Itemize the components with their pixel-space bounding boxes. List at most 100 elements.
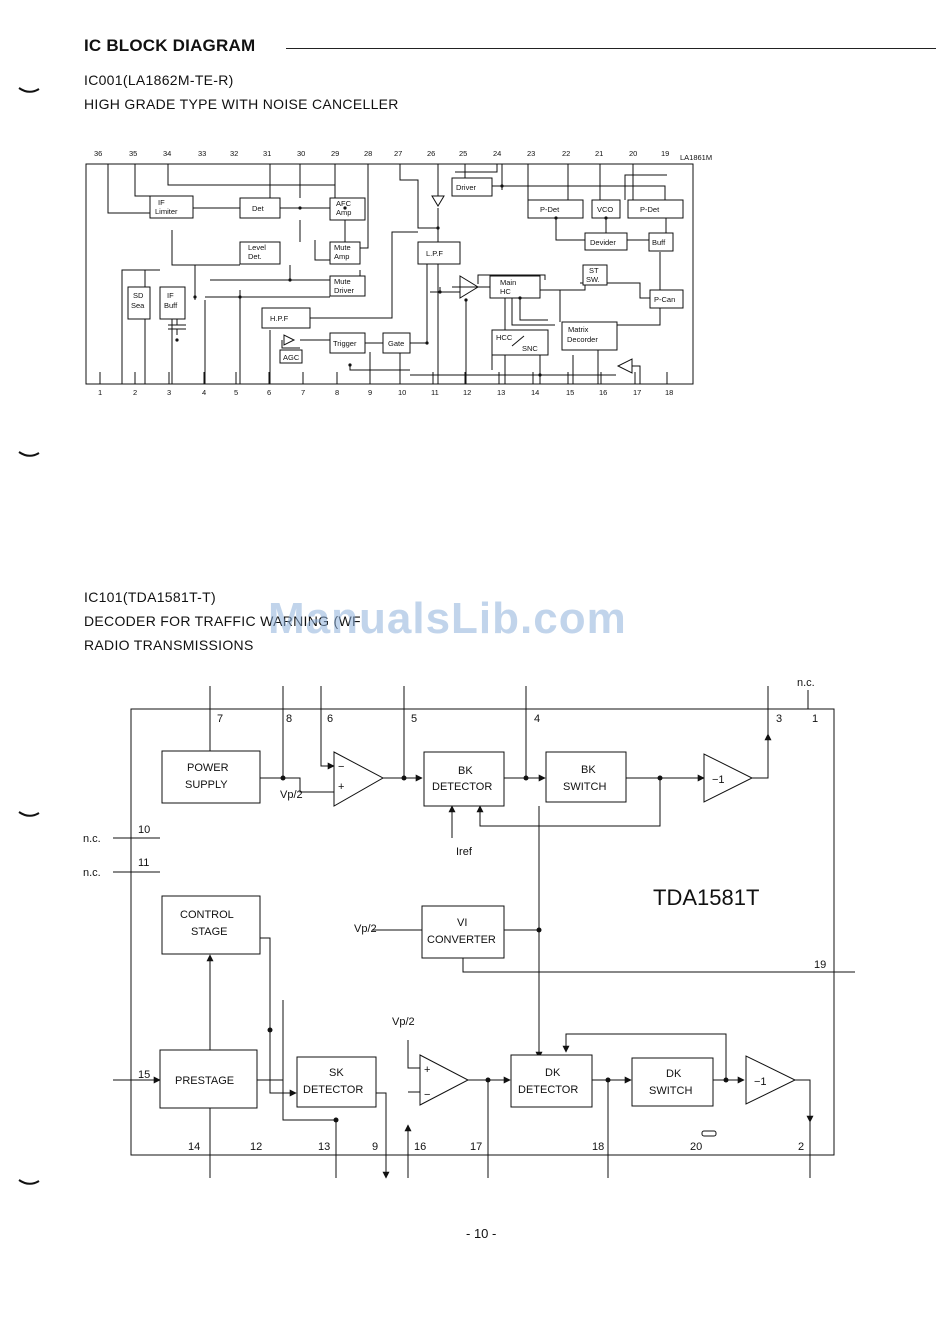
p-can-block: P-Can: [649, 289, 684, 309]
svg-text:L.P.F: L.P.F: [426, 249, 443, 258]
ic101-package-outline: [130, 708, 835, 1156]
ic001-package-outline: [85, 163, 694, 385]
svg-text:IF: IF: [158, 198, 165, 207]
inverter-top-symbol: [703, 753, 754, 803]
ic001-top-pin-label: 20: [629, 149, 637, 158]
ic001-top-pin-label: 30: [297, 149, 305, 158]
svg-text:−: −: [338, 761, 344, 773]
svg-text:AGC: AGC: [283, 353, 300, 362]
ic001-bottom-pin-label: 15: [566, 388, 574, 397]
trigger-block: Trigger: [329, 332, 366, 354]
agc-amp-triangle-symbol: [283, 334, 296, 346]
ic101-labels: TDA1581T Vp/2 Vp/2 Vp/2 Iref n.c. n.c. n…: [83, 677, 826, 1153]
svg-text:DETECTOR: DETECTOR: [303, 1084, 363, 1096]
svg-text:DETECTOR: DETECTOR: [518, 1084, 578, 1096]
ic001-top-pin-label: 22: [562, 149, 570, 158]
ic001-top-pin-label: 31: [263, 149, 271, 158]
ic001-bottom-pin-label: 12: [463, 388, 471, 397]
ic101-amplifiers: −+ +− −1 −1: [333, 751, 797, 1106]
svg-text:SNC: SNC: [522, 344, 538, 353]
svg-text:VCO: VCO: [597, 205, 613, 214]
ic101-description-line2: RADIO TRANSMISSIONS: [84, 637, 254, 653]
lpf-block: L.P.F: [417, 241, 461, 265]
ic001-bottom-pin-label: 2: [133, 388, 137, 397]
ic001-top-pin-label: 29: [331, 149, 339, 158]
gate-block: Gate: [382, 332, 411, 354]
svg-text:HC: HC: [500, 287, 511, 296]
svg-text:BK: BK: [458, 765, 473, 777]
ic001-bottom-pin-label: 8: [335, 388, 339, 397]
svg-text:5: 5: [411, 713, 417, 725]
svg-text:16: 16: [414, 1141, 426, 1153]
comparator-bottom-symbol: [419, 1054, 470, 1106]
ic001-bottom-pin-label: 11: [431, 388, 439, 397]
capacitor-symbol: [168, 324, 186, 335]
svg-text:Iref: Iref: [456, 846, 473, 858]
svg-text:2: 2: [798, 1141, 804, 1153]
svg-text:P-Det: P-Det: [640, 205, 660, 214]
svg-text:n.c.: n.c.: [797, 677, 815, 689]
svg-text:Buff: Buff: [164, 301, 178, 310]
svg-text:Trigger: Trigger: [333, 339, 357, 348]
devider-block: Devider: [584, 232, 628, 251]
ic101-chip-label: TDA1581T: [653, 885, 759, 910]
page-number: - 10 -: [466, 1226, 497, 1241]
svg-text:P-Det: P-Det: [540, 205, 560, 214]
ic001-bottom-pin-label: 4: [202, 388, 206, 397]
ic001-wiring: [107, 164, 667, 384]
ic101-junction-dots: [267, 775, 729, 1123]
svg-text:Driver: Driver: [456, 183, 477, 192]
svg-text:H.P.F: H.P.F: [270, 314, 289, 323]
svg-text:15: 15: [138, 1069, 150, 1081]
comparator-top-symbol: [333, 751, 385, 807]
ic001-top-pin-label: 35: [129, 149, 137, 158]
svg-text:HCC: HCC: [496, 333, 513, 342]
svg-text:n.c.: n.c.: [83, 833, 101, 845]
svg-text:SUPPLY: SUPPLY: [185, 779, 228, 791]
ic001-junction-dots: [175, 184, 608, 377]
ic001-bottom-pin-label: 9: [368, 388, 372, 397]
ic001-top-pin-label: 26: [427, 149, 435, 158]
svg-text:BK: BK: [581, 764, 596, 776]
p-det-left-block: P-Det: [527, 199, 584, 219]
prestage-block: PRESTAGE: [159, 1049, 258, 1109]
section-heading: IC BLOCK DIAGRAM: [84, 36, 256, 55]
svg-text:Matrix: Matrix: [568, 325, 589, 334]
svg-text:POWER: POWER: [187, 762, 229, 774]
svg-text:Vp/2: Vp/2: [392, 1016, 415, 1028]
heading-rule: [286, 48, 936, 49]
driver-block: Driver: [451, 177, 493, 197]
ic001-top-pin-label: 32: [230, 149, 238, 158]
svg-text:SK: SK: [329, 1067, 344, 1079]
binding-mark: [18, 1179, 40, 1185]
svg-text:3: 3: [776, 713, 782, 725]
svg-text:−: −: [424, 1089, 430, 1101]
svg-text:1: 1: [812, 713, 818, 725]
ic101-part-number: IC101(TDA1581T-T): [84, 589, 216, 605]
ic101-description-line1: DECODER FOR TRAFFIC WARNING (WF: [84, 613, 361, 629]
watermark-text: ManualsLib.com: [268, 594, 627, 643]
ic001-top-pin-label: 25: [459, 149, 467, 158]
svg-text:+: +: [424, 1064, 430, 1076]
svg-text:AFC: AFC: [336, 199, 352, 208]
binding-mark: [18, 87, 40, 93]
svg-text:Amp: Amp: [336, 208, 351, 217]
svg-text:Level: Level: [248, 243, 266, 252]
svg-text:IF: IF: [167, 291, 174, 300]
svg-text:VI: VI: [457, 917, 467, 929]
svg-text:P-Can: P-Can: [654, 295, 675, 304]
